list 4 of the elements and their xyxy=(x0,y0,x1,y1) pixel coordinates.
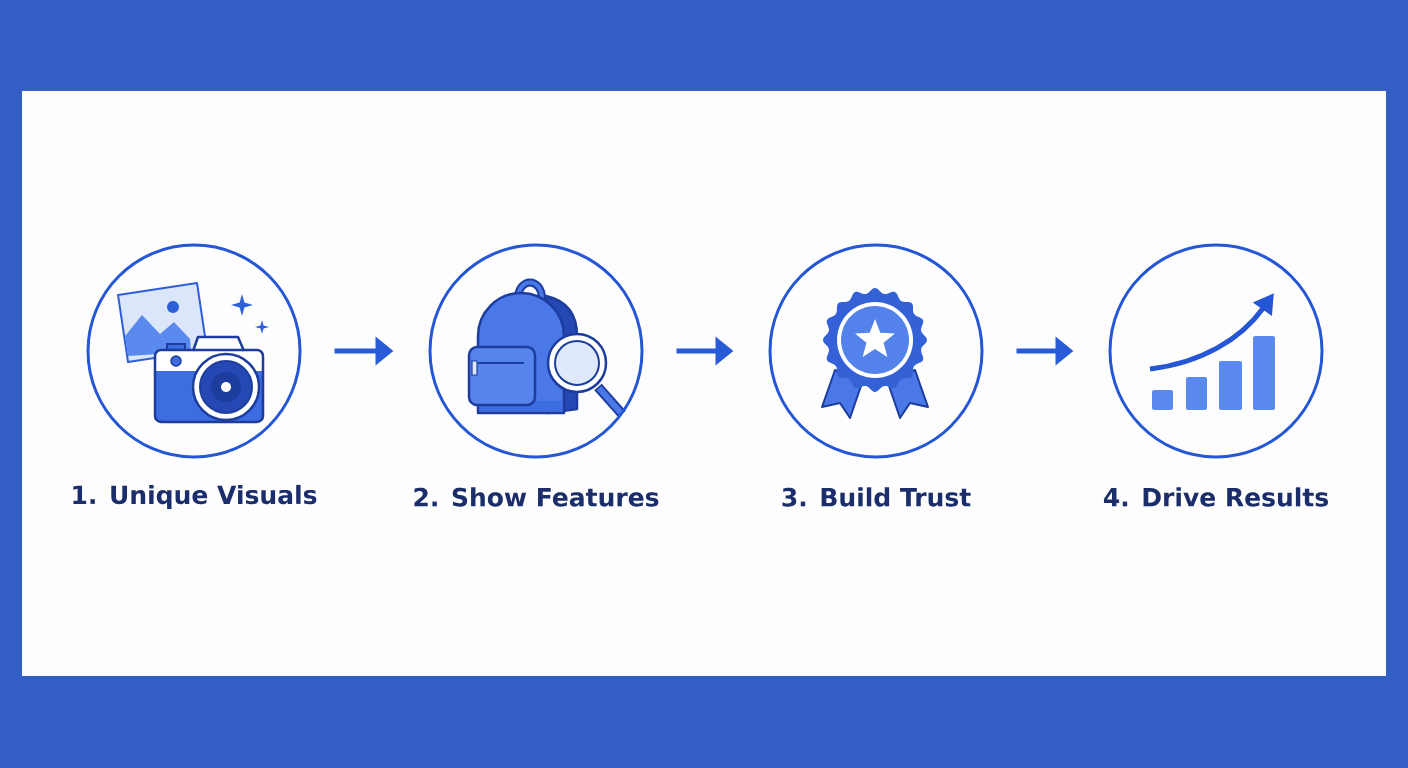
step-label: 2. Show Features xyxy=(414,487,659,507)
step-label: 4. Drive Results xyxy=(1103,487,1328,507)
step-label: 3. Build Trust xyxy=(782,487,971,507)
step-label: 1. Unique Visuals xyxy=(73,484,317,510)
